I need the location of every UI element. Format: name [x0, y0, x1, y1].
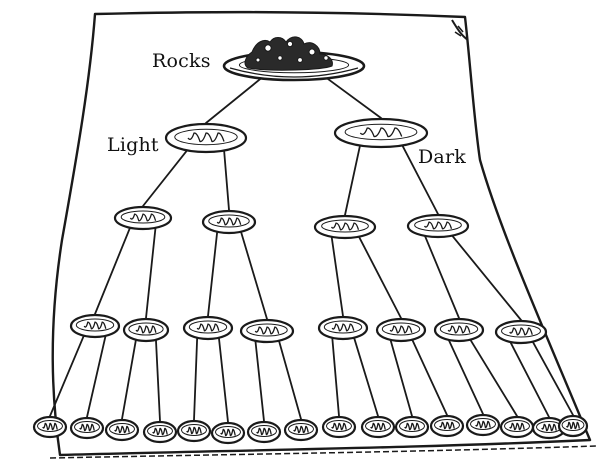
rock-group-dish — [113, 205, 173, 231]
branch-line — [142, 148, 189, 207]
rock-group-dish — [104, 418, 140, 442]
branch-line — [531, 339, 574, 416]
branch-line — [49, 333, 86, 417]
branch-line — [207, 229, 219, 317]
branch-line — [324, 76, 382, 119]
branch-line — [344, 143, 362, 216]
rock-group-dish — [164, 122, 248, 154]
rock-group-dish — [246, 420, 282, 444]
rock-group-dish — [69, 313, 121, 339]
root-label: Rocks — [152, 50, 211, 72]
branch-line — [205, 76, 264, 124]
rock-group-dish — [317, 315, 369, 341]
rock-group-dish — [239, 318, 295, 344]
paper-edge-shadow — [49, 445, 597, 459]
rock-group-dish — [465, 413, 501, 437]
rock-group-dish — [394, 415, 430, 439]
branch-line — [357, 234, 402, 319]
rock-group-dish — [499, 415, 535, 439]
branch-line — [193, 335, 199, 421]
branch-line — [223, 148, 230, 211]
rock-group-dish — [333, 117, 429, 149]
rock-group-dish — [210, 421, 246, 445]
branch-line — [94, 225, 132, 315]
branch-line — [217, 335, 229, 423]
tree-branch-lines — [49, 76, 574, 423]
branch-line — [331, 335, 340, 417]
paper-fold-mark — [454, 25, 464, 37]
branch-line — [400, 143, 439, 215]
rock-group-dish — [182, 315, 234, 341]
rock-group-dish — [176, 419, 212, 443]
branch-line — [145, 225, 157, 319]
branch-line — [468, 337, 518, 417]
branch-line — [352, 335, 379, 417]
branch-line — [423, 233, 460, 319]
branch-line — [86, 333, 107, 418]
rock-group-dish — [429, 414, 465, 438]
branch-line — [154, 337, 161, 422]
branch-line — [330, 234, 344, 317]
rock-group-dish — [313, 214, 377, 240]
branch-line — [254, 338, 265, 422]
rock-group-dish — [142, 420, 178, 444]
rock-pile-icon — [244, 36, 333, 71]
branch-line — [410, 337, 448, 416]
rock-group-dish — [375, 317, 427, 343]
branch-line — [508, 339, 550, 418]
branch-line — [450, 233, 522, 321]
rock-group-dish — [321, 415, 357, 439]
branch-line — [277, 338, 302, 420]
branch-line — [239, 229, 268, 320]
branch-line — [447, 337, 484, 415]
branch-line — [121, 337, 138, 420]
tree-nodes — [32, 50, 589, 445]
rock-group-dish — [406, 213, 470, 239]
branch-line — [389, 337, 413, 417]
rock-group-dish — [360, 415, 396, 439]
paper-curled-corner — [451, 19, 469, 41]
light-branch-label: Light — [107, 134, 159, 156]
rock-group-dish — [433, 317, 485, 343]
rock-group-dish — [122, 317, 170, 343]
dark-branch-label: Dark — [418, 146, 466, 168]
rock-group-dish — [494, 319, 548, 345]
rock-group-dish — [32, 415, 68, 439]
rock-group-dish — [283, 418, 319, 442]
rock-group-dish — [557, 414, 589, 438]
rock-group-dish — [69, 416, 105, 440]
rock-group-dish — [201, 209, 257, 235]
